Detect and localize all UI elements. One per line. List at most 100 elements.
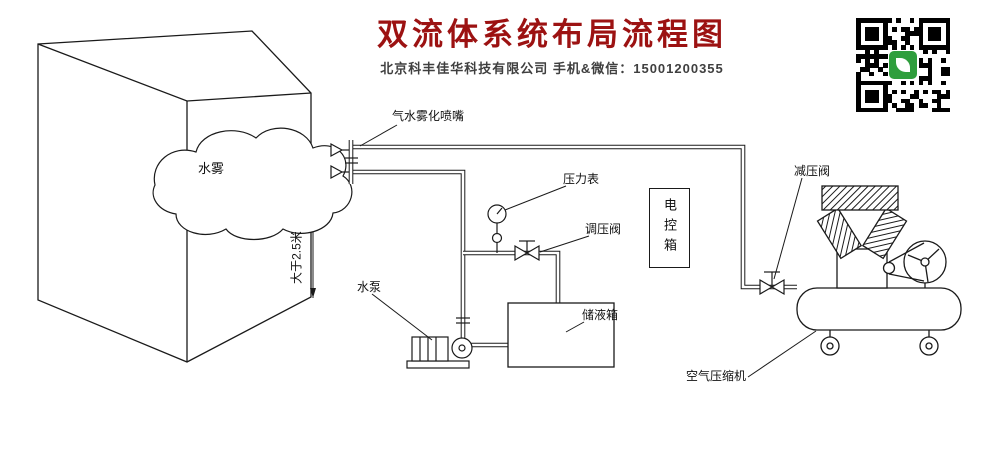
qr-module: [941, 44, 946, 50]
qr-module: [887, 98, 893, 104]
qr-module: [856, 80, 861, 86]
qr-module: [945, 94, 951, 99]
qr-module: [914, 31, 919, 37]
qr-module: [882, 40, 888, 46]
qr-module: [918, 76, 924, 81]
qr-module: [869, 31, 875, 37]
qr-module: [932, 26, 937, 32]
qr-module: [860, 80, 866, 86]
qr-module: [923, 18, 928, 23]
qr-module: [869, 98, 875, 104]
qr-module: [878, 80, 884, 86]
qr-module: [945, 44, 951, 50]
piping: [351, 144, 797, 348]
qr-module: [900, 26, 906, 32]
qr-module: [882, 53, 888, 59]
leaf-icon: [896, 58, 910, 72]
qr-module: [909, 94, 915, 99]
qr-module: [869, 94, 875, 99]
qr-module: [882, 107, 888, 113]
qr-module: [927, 80, 933, 86]
label-water-mist: 水雾: [198, 161, 225, 176]
qr-module: [905, 98, 910, 104]
qr-module: [945, 71, 951, 77]
air-pipe: [351, 144, 797, 290]
qr-module: [936, 107, 942, 113]
qr-module: [856, 18, 861, 23]
qr-module: [909, 18, 915, 23]
label-liquid-tank: 储液箱: [582, 308, 619, 322]
qr-module: [945, 107, 951, 113]
qr-module: [918, 98, 924, 104]
qr-module: [873, 53, 879, 59]
qr-module: [932, 107, 937, 113]
qr-module: [882, 71, 888, 77]
qr-module: [927, 35, 933, 41]
qr-module: [878, 44, 884, 50]
qr-module: [900, 98, 906, 104]
qr-module: [936, 94, 942, 99]
qr-module: [923, 103, 928, 108]
qr-module: [945, 31, 951, 37]
qr-module: [918, 58, 924, 64]
qr-module: [864, 49, 870, 55]
qr-module: [945, 67, 951, 72]
qr-module: [882, 22, 888, 28]
qr-module: [869, 26, 875, 32]
qr-module: [873, 31, 879, 37]
return-pipe: [463, 250, 561, 307]
qr-module: [918, 62, 924, 68]
qr-module: [856, 53, 861, 59]
qr-module: [945, 35, 951, 41]
qr-module: [869, 89, 875, 95]
qr-module: [864, 35, 870, 41]
qr-module: [882, 94, 888, 99]
qr-module: [856, 40, 861, 46]
qr-module: [905, 26, 910, 32]
regulator-valve-symbol: [514, 240, 540, 262]
qr-module: [864, 107, 870, 113]
qr-module: [891, 26, 897, 32]
qr-module: [923, 49, 928, 55]
reducer-valve-symbol: [759, 271, 785, 296]
qr-module: [887, 94, 893, 99]
qr-module: [882, 35, 888, 41]
qr-module: [918, 40, 924, 46]
qr-module: [927, 26, 933, 32]
qr-module: [896, 18, 902, 23]
qr-module: [882, 18, 888, 23]
control-box-label: 电控箱: [662, 198, 677, 258]
qr-module: [909, 44, 915, 50]
qr-module: [927, 76, 933, 81]
qr-module: [914, 89, 919, 95]
qr-module: [941, 107, 946, 113]
qr-module: [864, 89, 870, 95]
qr-module: [856, 85, 861, 90]
label-air-compressor: 空气压缩机: [686, 369, 747, 383]
qr-module: [873, 44, 879, 50]
qr-module: [941, 67, 946, 72]
qr-module: [923, 76, 928, 81]
company-contact-line: 北京科丰佳华科技有限公司 手机&微信：15001200355: [380, 61, 724, 76]
leader-liquid-tank: [565, 321, 585, 333]
qr-module: [900, 44, 906, 50]
water-pipe: [351, 169, 466, 340]
qr-module: [905, 31, 910, 37]
qr-module: [932, 18, 937, 23]
qr-module: [882, 98, 888, 104]
storage-tank: [507, 302, 615, 368]
qr-module: [918, 44, 924, 50]
qr-module: [927, 62, 933, 68]
qr-module: [891, 103, 897, 108]
label-regulator-valve: 调压阀: [585, 222, 622, 236]
qr-module: [936, 44, 942, 50]
qr-module: [882, 103, 888, 108]
qr-module: [900, 89, 906, 95]
qr-module: [856, 26, 861, 32]
qr-module: [864, 80, 870, 86]
qr-module: [882, 26, 888, 32]
page-title: 双流体系统布局流程图: [377, 17, 727, 53]
qr-module: [918, 31, 924, 37]
qr-module: [873, 94, 879, 99]
qr-module: [856, 76, 861, 81]
